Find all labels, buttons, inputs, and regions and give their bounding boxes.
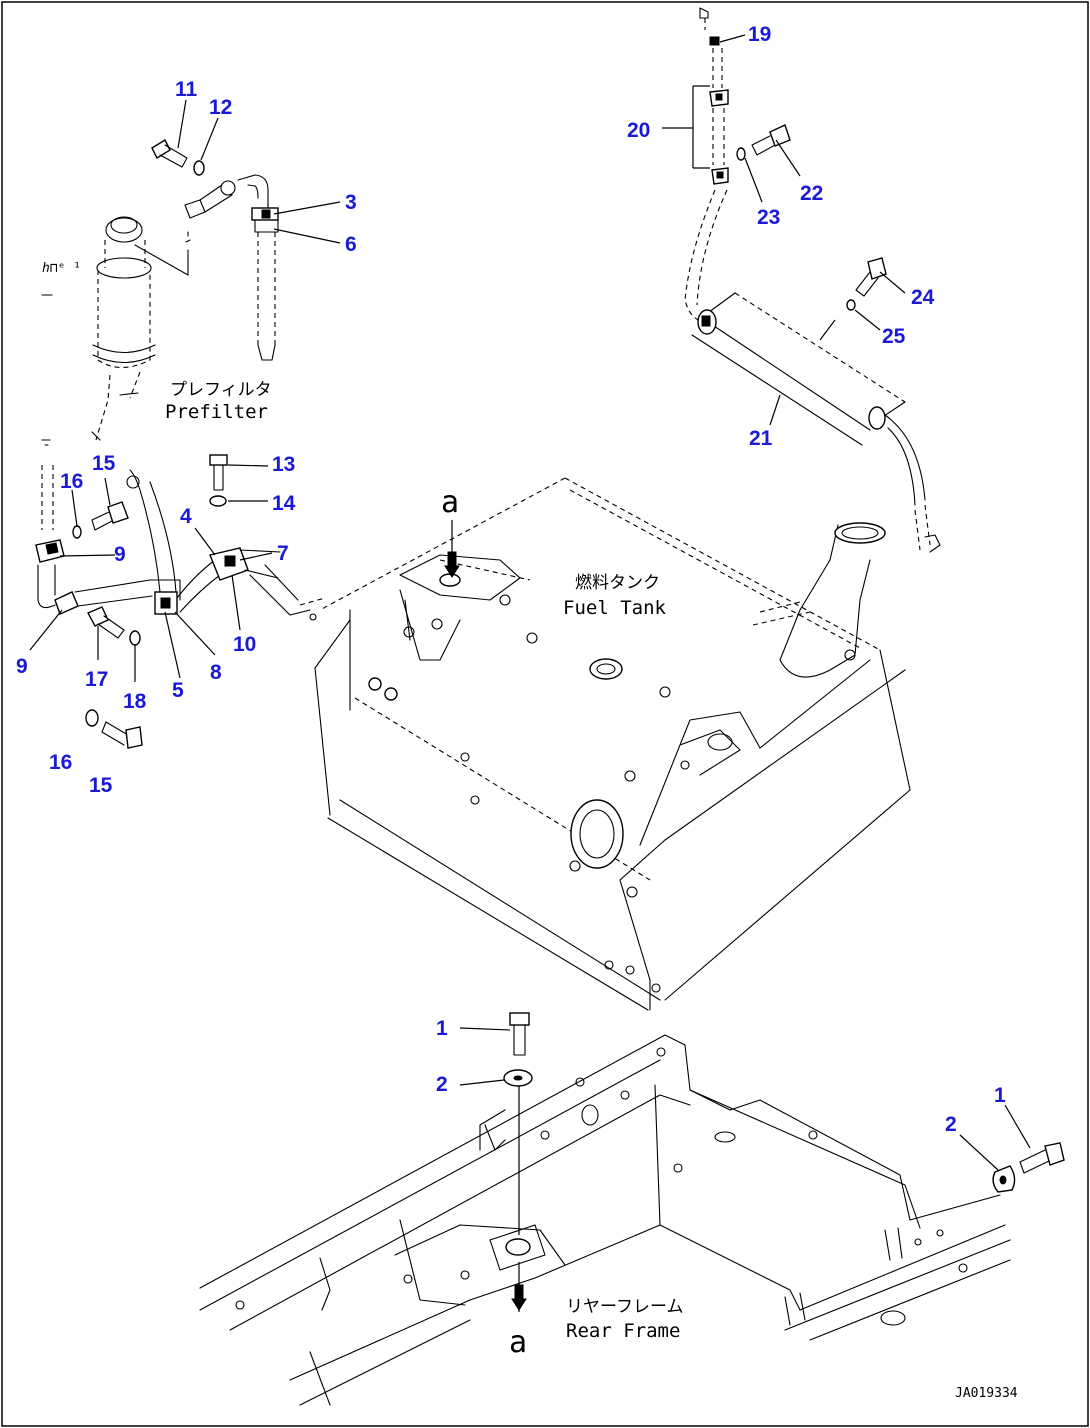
reference-a-top: a — [441, 485, 459, 520]
prefilter-label-jp: プレフィルタ — [170, 380, 272, 400]
leader-lines — [29, 34, 1031, 1171]
bolt-24 — [855, 257, 887, 297]
callout-15-lower: 15 — [89, 774, 113, 797]
bolt-1-center — [509, 1012, 530, 1056]
washer-25 — [846, 299, 856, 311]
callout-15-upper: 15 — [92, 452, 116, 475]
callout-9-upper: 9 — [114, 543, 126, 566]
bolt-15-upper — [91, 501, 129, 531]
fuel-tank — [314, 477, 911, 1011]
washer-12 — [193, 160, 205, 176]
callout-22: 22 — [800, 182, 823, 205]
reference-arrow-top — [444, 520, 460, 578]
callout-numbers: 11 12 3 6 19 20 22 23 24 25 21 13 14 15 … — [16, 23, 1006, 1136]
bolt-13 — [209, 454, 228, 491]
callout-20: 20 — [627, 119, 650, 142]
cylinder-21 — [691, 292, 941, 553]
callout-6: 6 — [345, 233, 357, 256]
rear-frame-label-jp: リヤーフレーム — [566, 1297, 683, 1317]
fuel-tank-label: Fuel Tank — [563, 597, 667, 619]
bolt-11 — [151, 139, 188, 168]
callout-11: 11 — [175, 78, 198, 101]
fuel-tank-label-jp: 燃料タンク — [575, 573, 660, 593]
washer-16-upper — [72, 525, 82, 539]
drawing-code: JA019334 — [955, 1386, 1018, 1401]
bolt-1-right — [1019, 1142, 1065, 1174]
reference-arrow-bottom — [511, 1262, 527, 1312]
washer-16-lower — [85, 709, 99, 727]
callout-18: 18 — [123, 690, 147, 713]
bolt-17 — [87, 606, 125, 639]
prefilter-assembly: ℎ⊓ᵉ ¹ — [41, 174, 279, 441]
callout-16-upper: 16 — [60, 470, 83, 493]
callout-21: 21 — [749, 427, 773, 450]
reference-a-bottom: a — [509, 1325, 527, 1360]
callout-4: 4 — [180, 505, 192, 528]
callout-9-lower: 9 — [16, 655, 28, 678]
hose-assembly-left — [35, 439, 326, 621]
washer-23 — [736, 147, 746, 161]
callout-23: 23 — [757, 206, 780, 229]
rear-frame-label: Rear Frame — [566, 1320, 680, 1342]
callout-1-right: 1 — [994, 1084, 1006, 1107]
washer-14 — [209, 495, 227, 507]
callout-2-center: 2 — [436, 1073, 448, 1096]
bolt-15-lower — [101, 721, 143, 749]
washer-18 — [129, 630, 141, 646]
svg-text:ℎ⊓ᵉ ¹: ℎ⊓ᵉ ¹ — [42, 261, 81, 276]
bolt-22 — [751, 124, 791, 156]
callout-5: 5 — [172, 679, 184, 702]
callout-24: 24 — [911, 286, 935, 309]
callout-19: 19 — [748, 23, 771, 46]
callout-3: 3 — [345, 191, 357, 214]
callout-8: 8 — [210, 661, 222, 684]
callout-7: 7 — [277, 542, 289, 565]
breather-assembly — [684, 7, 729, 323]
callout-12: 12 — [209, 96, 232, 119]
callout-25: 25 — [882, 325, 906, 348]
callout-1-center: 1 — [436, 1017, 448, 1040]
callout-2-right: 2 — [945, 1113, 957, 1136]
rear-frame — [199, 1034, 1011, 1406]
callout-17: 17 — [85, 668, 108, 691]
callout-14: 14 — [272, 492, 296, 515]
callout-10: 10 — [233, 633, 256, 656]
callout-16-lower: 16 — [49, 751, 72, 774]
callout-13: 13 — [272, 453, 295, 476]
prefilter-label: Prefilter — [165, 401, 268, 423]
